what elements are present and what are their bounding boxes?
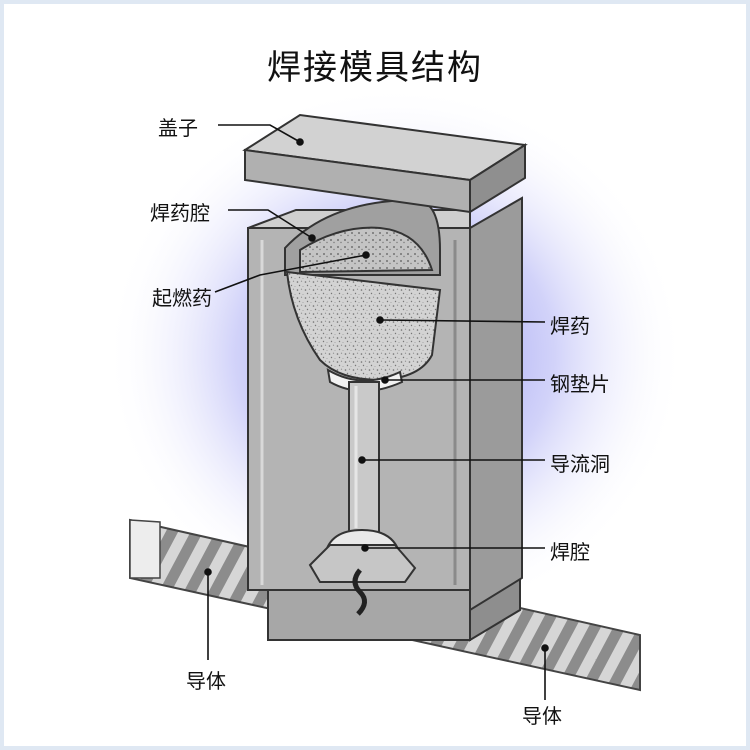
label-tap-hole: 导流洞	[550, 452, 610, 476]
leader-powder-cavity	[228, 209, 313, 239]
leader-lines	[204, 124, 549, 700]
label-weld-cavity: 焊腔	[550, 540, 590, 564]
label-conductor-right: 导体	[522, 704, 562, 728]
label-cover: 盖子	[158, 116, 198, 140]
diagram-title: 焊接模具结构	[267, 48, 483, 88]
leader-igniter	[214, 254, 367, 293]
label-steel-disc: 钢垫片	[550, 372, 610, 396]
mold-cover	[242, 113, 528, 214]
leader-weld-powder	[379, 319, 546, 323]
label-igniter: 起燃药	[152, 286, 212, 310]
leader-cover	[218, 124, 301, 143]
label-conductor-left: 导体	[186, 669, 226, 693]
label-weld-powder: 焊药	[550, 314, 590, 338]
label-powder-cavity: 焊药腔	[150, 201, 210, 225]
